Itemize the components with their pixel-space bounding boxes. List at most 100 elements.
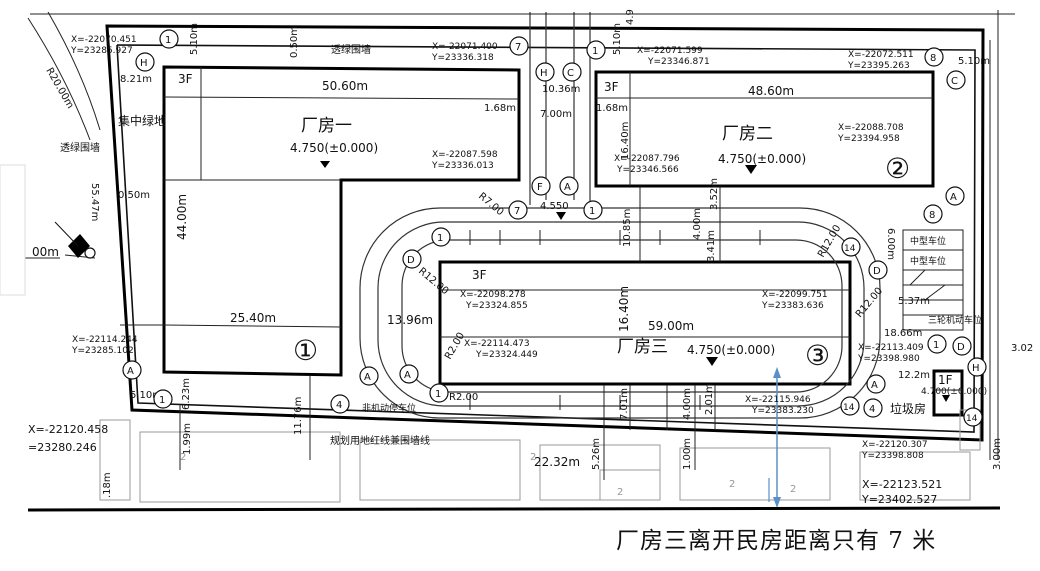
svg-text:D: D — [873, 266, 881, 277]
building-1-elev: 4.750(±0.000) — [290, 141, 378, 155]
dim: R7.00 — [476, 191, 505, 218]
caption-text: 厂房三离开民房距离只有 7 米 — [616, 528, 937, 554]
building-3-outline — [438, 260, 852, 386]
coord: Y=23398.808 — [861, 451, 924, 461]
dimension-labels: 5.10m 0.50m 8.21m R20.00m 55.47m 0.50m 4… — [32, 9, 1033, 498]
dim: 16.40m — [620, 122, 631, 160]
coord: Y=23395.263 — [847, 61, 910, 71]
coord: Y=23285.102 — [71, 346, 134, 356]
coord: Y=23398.980 — [857, 354, 920, 364]
coord: X=-22098.278 — [460, 290, 526, 300]
coord: X=-22113.409 — [858, 343, 924, 353]
coord: X=-22120.458 — [28, 423, 108, 436]
building-3-floors: 3F — [472, 268, 487, 282]
dim: 4.00m — [682, 388, 693, 420]
coord: X=-22072.511 — [848, 50, 914, 60]
svg-text:1: 1 — [437, 233, 443, 244]
svg-text:1: 1 — [589, 206, 595, 217]
svg-text:A: A — [127, 366, 134, 377]
north-arrow — [54, 221, 96, 259]
svg-text:1: 1 — [933, 340, 939, 351]
redline-label: 规划用地红线兼围墙线 — [330, 434, 430, 447]
svg-text:14: 14 — [966, 414, 978, 424]
coord: Y=23402.527 — [861, 493, 937, 506]
svg-text:H: H — [540, 68, 548, 79]
dim: 5.10m — [189, 23, 200, 55]
building-2-outline — [594, 70, 935, 188]
dim: .18m — [102, 472, 113, 498]
dim: 2 — [729, 479, 735, 490]
coord: X=-22087.598 — [432, 150, 498, 160]
building-3-number: ③ — [805, 339, 830, 372]
building-1-name: 厂房一 — [301, 116, 352, 136]
dim: 1.68m — [596, 103, 628, 114]
svg-text:8: 8 — [929, 210, 935, 221]
svg-text:C: C — [951, 76, 958, 87]
svg-text:A: A — [404, 370, 411, 381]
svg-text:1: 1 — [159, 395, 165, 406]
coord: Y=23336.318 — [431, 53, 494, 63]
dim: 4.9 — [625, 9, 636, 25]
coord: X=-22088.708 — [838, 123, 904, 133]
svg-text:A: A — [364, 372, 371, 383]
dim: 2 — [617, 487, 623, 498]
svg-text:1: 1 — [165, 35, 171, 46]
dim: 25.40m — [230, 311, 276, 325]
dim: 4.00m — [692, 208, 703, 240]
building-2-number: ② — [885, 152, 910, 185]
parking-mid-label-2: 中型车位 — [910, 255, 946, 267]
coord: Y=23394.958 — [837, 134, 900, 144]
dim: 44.00m — [175, 194, 189, 240]
svg-text:8: 8 — [930, 53, 936, 64]
dim: 11.76m — [293, 397, 304, 435]
dim: 5.37m — [898, 296, 930, 307]
dim: R2.00 — [449, 392, 478, 403]
coord: X=-22071.400 — [432, 42, 498, 52]
svg-text:A: A — [950, 192, 957, 203]
dim: 2 — [530, 452, 536, 463]
dim: 7.00m — [540, 109, 572, 120]
bottom-rule — [27, 506, 1001, 512]
site-boundary — [105, 24, 985, 442]
svg-text:H: H — [972, 363, 980, 374]
building-1-width: 50.60m — [322, 79, 368, 93]
svg-text:C: C — [567, 68, 574, 79]
coord: Y=23285.927 — [70, 46, 133, 56]
green-label: 集中绿地 — [118, 113, 166, 128]
garbage-room-elev: 4.700(±0.000) — [921, 387, 987, 397]
dim: 55.47m — [89, 183, 100, 221]
svg-text:D: D — [407, 255, 415, 266]
svg-text:D: D — [957, 342, 965, 353]
coord: Y=23324.449 — [475, 350, 538, 360]
coord: X=-22114.244 — [72, 335, 138, 345]
coord: Y=23383.230 — [751, 406, 814, 416]
svg-text:14: 14 — [844, 244, 856, 254]
svg-text:7: 7 — [515, 42, 521, 53]
svg-text:H: H — [140, 58, 148, 69]
dim: R12.00 — [416, 266, 450, 297]
nonmotor-label: 非机动停车位 — [362, 402, 416, 414]
coord: X=-22114.473 — [464, 339, 530, 349]
dim: 6.00m — [885, 228, 896, 260]
dim: 0.50m — [289, 26, 300, 58]
parking-mid-label-1: 中型车位 — [910, 235, 946, 247]
coord: Y=23336.013 — [431, 161, 494, 171]
dim: 7.01m — [619, 388, 630, 420]
garbage-room-outline — [932, 369, 964, 417]
coord: X=-22120.307 — [862, 440, 928, 450]
coord: X=-22071.599 — [637, 46, 703, 56]
center-elev-label: 4.550 — [540, 201, 569, 212]
coord: Y=23346.871 — [647, 57, 710, 67]
coord: X=-22123.521 — [862, 478, 942, 491]
dim: 3.02 — [1011, 343, 1033, 354]
dim: 2.01m — [704, 383, 715, 415]
dim: 12.2m — [898, 370, 930, 381]
coord: Y=23324.855 — [465, 301, 528, 311]
svg-text:7: 7 — [514, 206, 520, 217]
building-3-width: 59.00m — [648, 319, 694, 333]
svg-text:4: 4 — [869, 404, 875, 415]
svg-text:14: 14 — [843, 403, 855, 413]
dim: 5.10m — [958, 56, 990, 67]
coord: =23280.246 — [28, 441, 97, 454]
